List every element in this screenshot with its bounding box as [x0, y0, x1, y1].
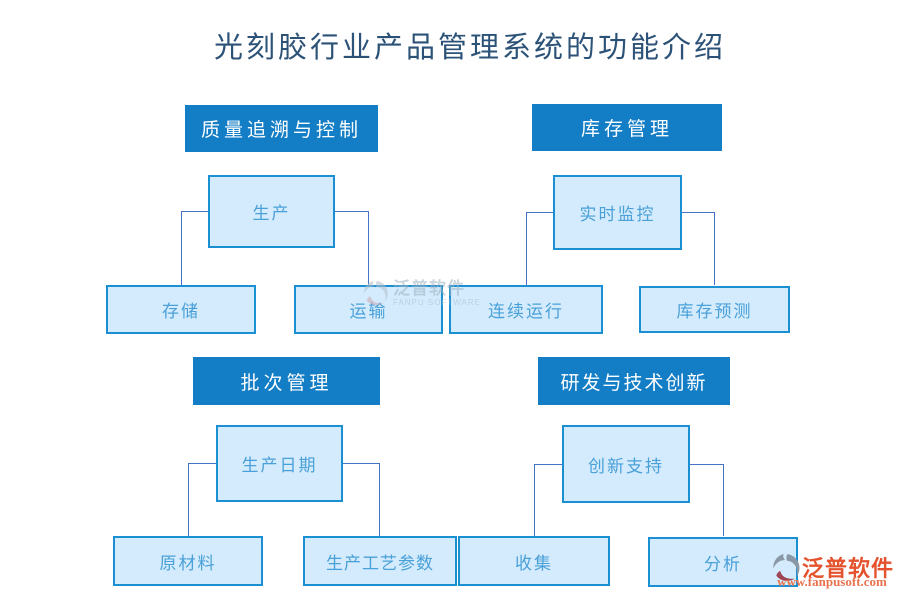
connector-line: [343, 463, 380, 536]
node-continuous-operation: 连续运行: [449, 285, 603, 334]
connector-line: [526, 212, 553, 285]
node-analysis: 分析: [648, 537, 798, 587]
node-transport: 运输: [294, 285, 443, 334]
node-collection: 收集: [458, 536, 610, 586]
connector-line: [335, 211, 369, 285]
fanpu-logo-url: www.fanpusoft.com: [777, 574, 887, 589]
section-header-quality-trace: 质量追溯与控制: [185, 105, 378, 152]
node-process-parameters: 生产工艺参数: [303, 536, 457, 586]
node-innovation-support: 创新支持: [562, 425, 690, 503]
node-storage: 存储: [106, 285, 256, 334]
fanpu-logo-icon: [771, 552, 802, 583]
section-header-rnd-innovation: 研发与技术创新: [538, 357, 730, 405]
connector-line: [690, 464, 724, 536]
connector-line: [534, 464, 562, 536]
connector-line: [181, 211, 208, 285]
fanpu-logo-brand: 泛普软件: [802, 556, 895, 581]
page-title: 光刻胶行业产品管理系统的功能介绍: [213, 32, 726, 64]
section-header-batch: 批次管理: [193, 357, 380, 405]
node-realtime-monitoring: 实时监控: [553, 175, 682, 250]
node-inventory-forecast: 库存预测: [639, 286, 790, 333]
node-production-date: 生产日期: [216, 425, 343, 502]
node-raw-materials: 原材料: [113, 536, 263, 586]
connector-line: [188, 463, 216, 536]
connector-line: [682, 212, 715, 285]
section-header-inventory: 库存管理: [532, 104, 722, 151]
node-production: 生产: [208, 175, 335, 248]
